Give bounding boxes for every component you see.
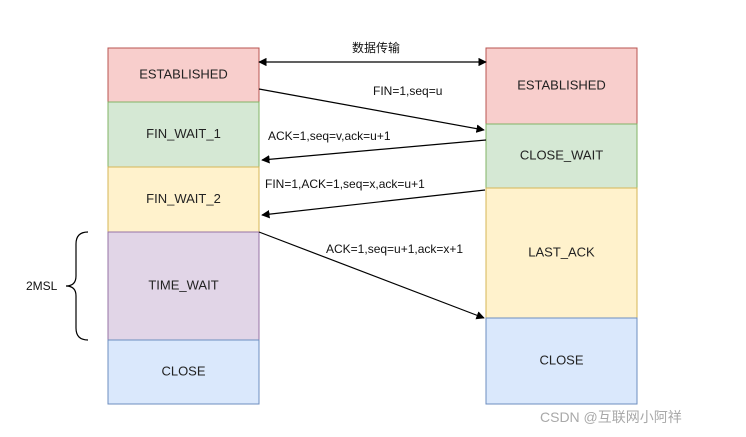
watermark: CSDN @互联网小阿祥 [540,409,682,425]
client-state-established-label: ESTABLISHED [139,66,228,81]
timer-2msl-label: 2MSL [26,279,58,293]
server-state-close-label: CLOSE [539,352,583,367]
curly-brace-icon [65,231,89,341]
server-state-close: CLOSE [485,317,638,405]
client-state-fin-wait-1-label: FIN_WAIT_1 [146,126,221,141]
ack1-arrow: ACK=1,seq=v,ack=u+1 [261,129,487,164]
client-state-fin-wait-1: FIN_WAIT_1 [107,101,260,168]
fin1-label: FIN=1,seq=u [373,84,442,98]
server-state-last-ack-label: LAST_ACK [528,244,595,259]
client-state-close: CLOSE [107,339,260,405]
ack2-arrow: ACK=1,seq=u+1,ack=x+1 [258,231,485,320]
fin2-arrow: FIN=1,ACK=1,seq=x,ack=u+1 [261,177,486,219]
server-state-last-ack: LAST_ACK [485,187,638,319]
fin1-arrow: FIN=1,seq=u [258,84,485,133]
server-state-close-wait: CLOSE_WAIT [485,123,638,189]
data-transfer-arrow: 数据传输 [258,40,487,67]
server-state-established-label: ESTABLISHED [517,77,606,92]
server-state-close-wait-label: CLOSE_WAIT [520,147,603,162]
client-state-fin-wait-2: FIN_WAIT_2 [107,166,260,233]
fin2-label: FIN=1,ACK=1,seq=x,ack=u+1 [265,177,425,191]
client-state-established: ESTABLISHED [107,47,260,103]
data-transfer-label: 数据传输 [352,40,400,55]
client-state-time-wait: TIME_WAIT [107,231,260,341]
server-state-established: ESTABLISHED [485,47,638,125]
ack2-label: ACK=1,seq=u+1,ack=x+1 [326,242,463,256]
client-state-fin-wait-2-label: FIN_WAIT_2 [146,191,221,206]
client-column: ESTABLISHED FIN_WAIT_1 FIN_WAIT_2 TIME_W… [107,47,260,405]
timer-2msl: 2MSL [26,231,89,341]
client-state-close-label: CLOSE [161,363,205,378]
ack1-label: ACK=1,seq=v,ack=u+1 [268,129,391,143]
client-state-time-wait-label: TIME_WAIT [148,277,218,292]
server-column: ESTABLISHED CLOSE_WAIT LAST_ACK CLOSE [485,47,638,405]
